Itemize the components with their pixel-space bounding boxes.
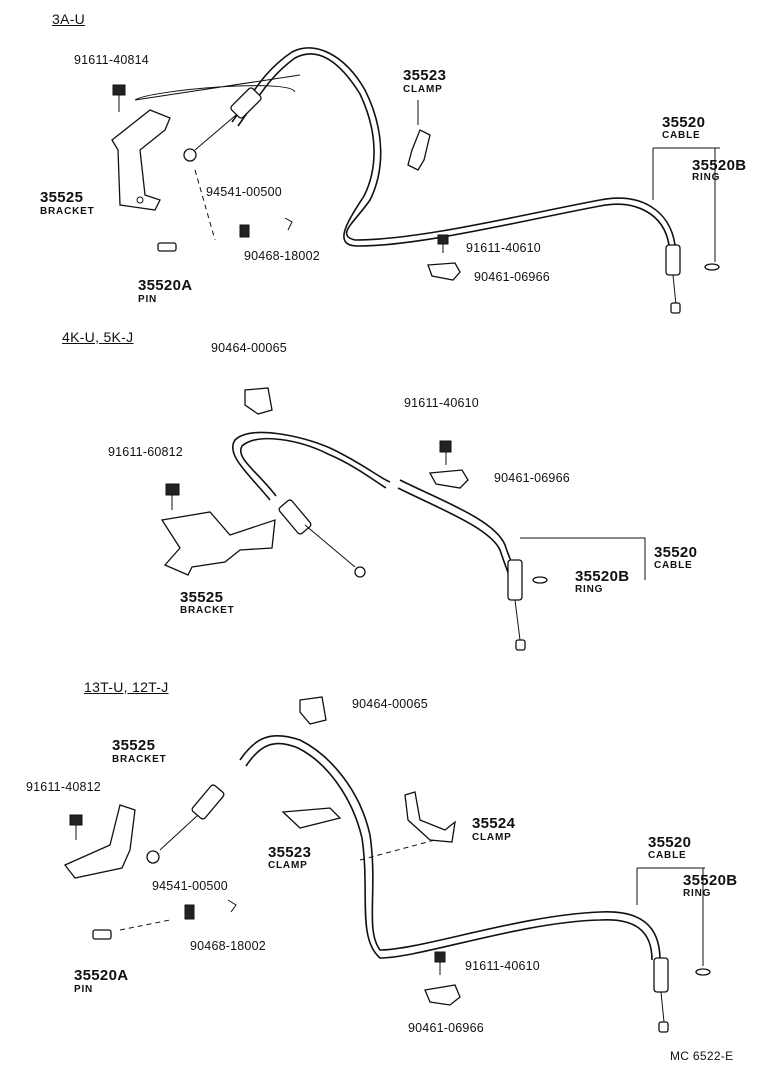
part-number-35520: 35520 <box>648 834 692 851</box>
part-number-35523: 35523 <box>403 67 447 84</box>
part-name-ring: RING <box>575 584 604 595</box>
bolt-91611-40814 <box>112 84 126 96</box>
part-number-90464-00065: 90464-00065 <box>352 697 428 711</box>
clamp-35523-3a <box>407 129 431 171</box>
part-name-clamp: CLAMP <box>268 860 308 871</box>
section-3a-u-drawing <box>111 47 720 314</box>
part-name-clamp: CLAMP <box>403 84 443 95</box>
part-number-90468-18002: 90468-18002 <box>190 939 266 953</box>
clip-90464-00065-13t <box>299 696 327 725</box>
cable-35520-3a <box>231 47 676 246</box>
cable-35520-4k <box>232 431 391 501</box>
ring-35520b-13t <box>695 968 711 976</box>
part-name-clamp: CLAMP <box>472 832 512 843</box>
cable-end-fitting <box>665 244 681 276</box>
part-number-90461-06966: 90461-06966 <box>494 471 570 485</box>
pin-35520a-3a <box>157 242 177 252</box>
bracket-35525-13t <box>63 804 136 879</box>
part-number-35525: 35525 <box>180 589 224 606</box>
part-number-90461-06966: 90461-06966 <box>408 1021 484 1035</box>
nut-90461-06966-4k <box>428 469 469 489</box>
part-number-35520b: 35520B <box>683 872 738 889</box>
part-name-ring: RING <box>683 888 712 899</box>
cable-end-eye <box>183 148 197 162</box>
clamp-35523-13t <box>281 807 342 829</box>
part-number-35525: 35525 <box>40 189 84 206</box>
part-number-91611-40610: 91611-40610 <box>466 241 541 255</box>
part-name-bracket: BRACKET <box>180 605 235 616</box>
part-number-90468-18002: 90468-18002 <box>244 249 320 263</box>
part-number-35520b: 35520B <box>692 157 747 174</box>
ring-35520b-3a <box>704 263 720 271</box>
part-number-90464-00065: 90464-00065 <box>211 341 287 355</box>
clip-90464-00065-4k <box>244 387 273 415</box>
part-number-35520b: 35520B <box>575 568 630 585</box>
part-name-pin: PIN <box>74 984 94 995</box>
nut-90461-06966-3a <box>427 262 461 281</box>
part-number-94541-00500: 94541-00500 <box>206 185 282 199</box>
part-number-35525: 35525 <box>112 737 156 754</box>
part-name-bracket: BRACKET <box>112 754 167 765</box>
cable-adjuster-4k <box>278 499 312 535</box>
part-number-91611-40610: 91611-40610 <box>465 959 540 973</box>
part-number-91611-60812: 91611-60812 <box>108 445 183 459</box>
diagram-code: MC 6522-E <box>670 1049 734 1063</box>
cable-adjuster <box>230 87 262 119</box>
section-title-3a-u: 3A-U <box>52 11 86 27</box>
clamp-35524-13t <box>404 791 456 843</box>
part-number-91611-40812: 91611-40812 <box>26 780 101 794</box>
bracket-35525-4k <box>160 511 276 576</box>
ring-35520b-4k <box>532 576 548 584</box>
part-name-cable: CABLE <box>662 130 701 141</box>
section-title-4k-u-5k-j: 4K-U, 5K-J <box>62 329 134 345</box>
part-number-35520a: 35520A <box>138 277 193 294</box>
nut-90461-06966-13t <box>424 984 461 1006</box>
part-name-cable: CABLE <box>648 850 687 861</box>
section-13t-u-drawing <box>63 696 711 1033</box>
part-number-35524: 35524 <box>472 815 516 832</box>
section-4k-u-drawing <box>160 387 646 651</box>
part-number-90461-06966: 90461-06966 <box>474 270 550 284</box>
part-number-35520: 35520 <box>662 114 706 131</box>
bracket-35525-3a <box>111 109 171 211</box>
part-number-91611-40814: 91611-40814 <box>74 53 149 67</box>
part-number-91611-40610: 91611-40610 <box>404 396 479 410</box>
part-name-bracket: BRACKET <box>40 206 95 217</box>
part-number-35520a: 35520A <box>74 967 129 984</box>
part-number-94541-00500: 94541-00500 <box>152 879 228 893</box>
part-name-ring: RING <box>692 172 721 183</box>
part-number-35520: 35520 <box>654 544 698 561</box>
part-name-pin: PIN <box>138 294 158 305</box>
part-number-35523: 35523 <box>268 844 312 861</box>
section-title-13t-u-12t-j: 13T-U, 12T-J <box>84 679 169 695</box>
cable-35520-13t <box>239 735 661 961</box>
part-name-cable: CABLE <box>654 560 693 571</box>
